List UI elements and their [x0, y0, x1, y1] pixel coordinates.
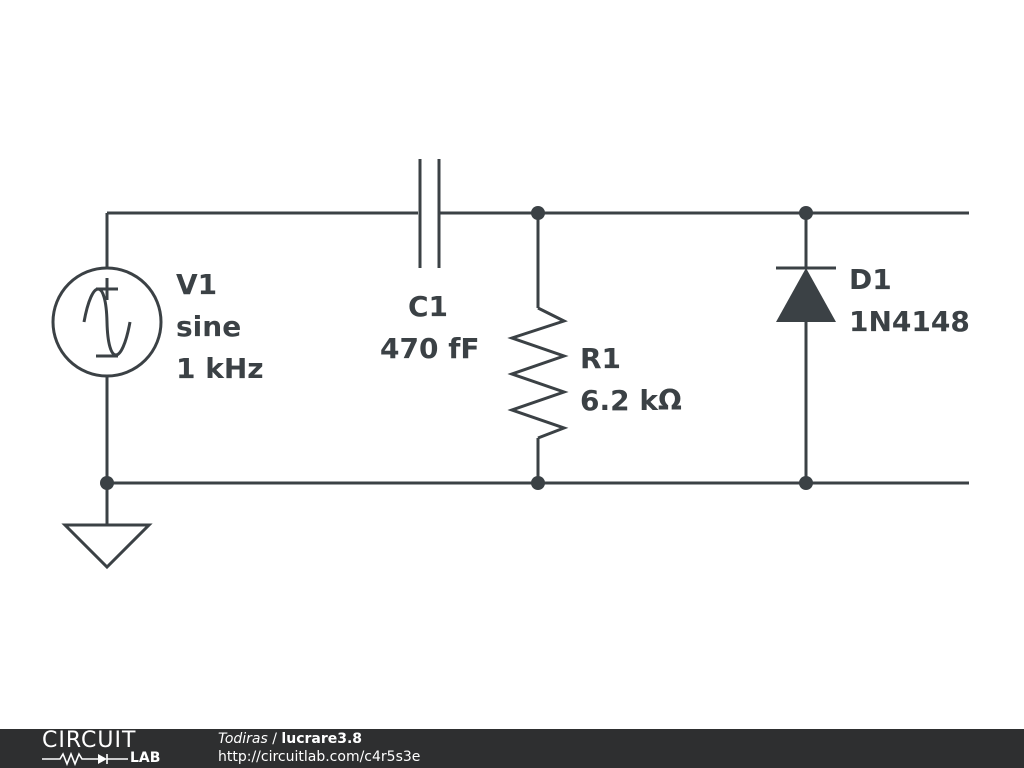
resistor-r1-symbol	[507, 213, 569, 483]
capacitor-c1-symbol	[418, 159, 441, 268]
r1-designator: R1	[580, 342, 621, 375]
d1-designator: D1	[849, 263, 892, 296]
resistor-diode-logo-icon	[42, 752, 128, 766]
v1-waveform: sine	[176, 310, 241, 343]
junction-node	[531, 476, 545, 490]
logo-text-lab: LAB	[130, 750, 161, 766]
junction-node	[799, 476, 813, 490]
circuit-url[interactable]: http://circuitlab.com/c4r5s3e	[218, 749, 421, 765]
junction-node	[100, 476, 114, 490]
diode-d1-symbol	[776, 213, 836, 483]
author-name[interactable]: Todiras	[218, 731, 268, 747]
footer-bar: CIRCUIT LAB Todiras / lucrare3.8 http://…	[0, 729, 1024, 768]
circuit-title[interactable]: lucrare3.8	[281, 731, 363, 747]
logo-text-circuit: CIRCUIT	[42, 728, 137, 753]
circuit-schematic: V1 sine 1 kHz C1 470 fF R1 6.2 kΩ D1 1N4…	[51, 159, 970, 570]
source-v1-symbol	[51, 213, 163, 483]
c1-designator: C1	[408, 290, 448, 323]
junction-node	[531, 206, 545, 220]
ground-symbol	[61, 483, 153, 570]
c1-value: 470 fF	[380, 332, 480, 365]
d1-part-number: 1N4148	[849, 305, 970, 338]
circuitlab-logo[interactable]: CIRCUIT LAB	[42, 730, 176, 767]
v1-frequency: 1 kHz	[176, 352, 264, 385]
author-title-line: Todiras / lucrare3.8	[218, 730, 420, 748]
junction-node	[799, 206, 813, 220]
r1-value: 6.2 kΩ	[580, 384, 682, 417]
v1-designator: V1	[176, 268, 217, 301]
circuit-info: Todiras / lucrare3.8 http://circuitlab.c…	[218, 730, 420, 766]
path-separator: /	[267, 731, 282, 747]
